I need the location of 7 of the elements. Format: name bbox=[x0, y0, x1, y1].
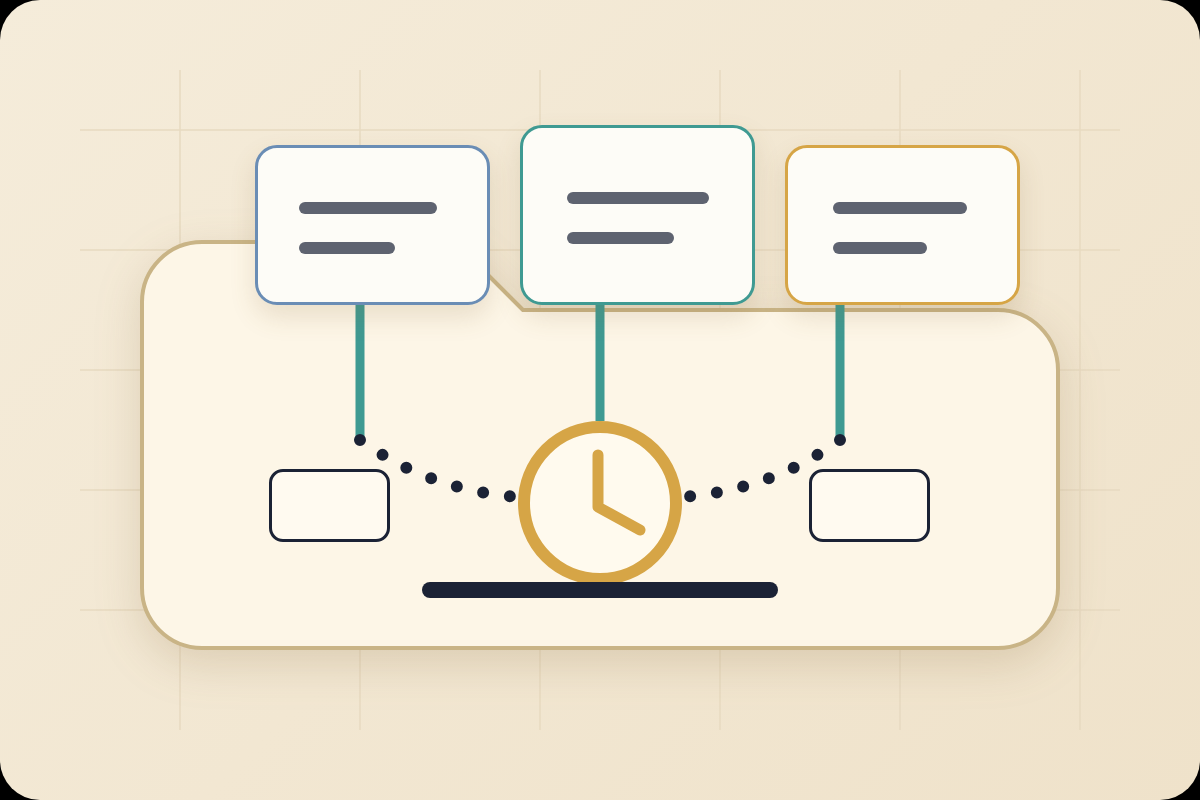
note-card bbox=[520, 125, 755, 305]
connector-line bbox=[595, 305, 605, 421]
note-card bbox=[785, 145, 1020, 305]
empty-frame bbox=[269, 469, 390, 542]
note-card bbox=[255, 145, 490, 305]
base-bar bbox=[422, 582, 778, 598]
empty-frame bbox=[809, 469, 930, 542]
